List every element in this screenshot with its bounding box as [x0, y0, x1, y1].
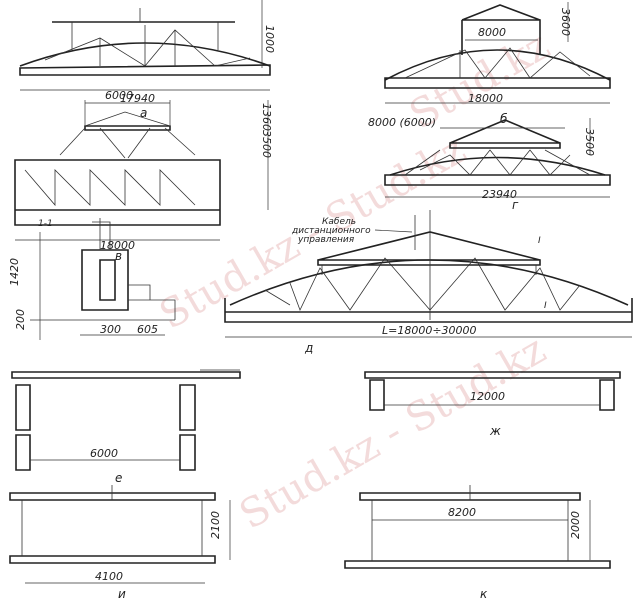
- dimension-span: L=18000÷30000: [382, 324, 477, 337]
- dimension-w1: 300: [100, 323, 121, 336]
- dimension-span: 23940: [482, 188, 517, 201]
- cable-label: управления: [297, 235, 355, 245]
- dimension-span: 18000: [468, 92, 503, 105]
- figure-g: 8000 (6000) 3500 23940 г: [368, 116, 611, 212]
- dimension-height: 1000: [263, 25, 276, 53]
- caption-v: в: [115, 249, 122, 263]
- section-mark-bottom: I: [544, 301, 547, 311]
- dimension-height: 2100: [209, 511, 222, 539]
- dimension-beam: 6000: [105, 89, 133, 102]
- dimension-base: 200: [14, 309, 27, 330]
- section-1-1: 1-1 1420 200 300 605: [8, 218, 176, 340]
- figure-i: 2100 4100 и: [9, 485, 231, 600]
- dimension-span: 17940: [120, 92, 155, 105]
- dimension-height: 3500: [583, 128, 596, 156]
- dimension-height: 3600: [559, 8, 572, 36]
- caption-k: к: [480, 587, 488, 600]
- figure-zh: 12000 ж: [364, 371, 621, 438]
- section-title: 1-1: [38, 219, 53, 229]
- figure-e: 6000 е: [11, 369, 241, 485]
- dimension-w2: 605: [137, 323, 158, 336]
- dimension-h2: 3500: [260, 130, 273, 158]
- dimension-height: 1420: [8, 258, 21, 286]
- dimension-beam: 8000: [478, 26, 506, 39]
- caption-d: д: [304, 341, 313, 355]
- dimension-span: 8200: [448, 506, 476, 519]
- caption-b: б: [500, 112, 508, 126]
- caption-zh: ж: [489, 424, 501, 438]
- figure-d: Кабель дистанционного управления I I L=1…: [224, 210, 633, 355]
- caption-a: а: [140, 106, 147, 120]
- dimension-span: 4100: [95, 570, 123, 583]
- cable-label: дистанционного: [291, 226, 371, 236]
- figure-k: 8200 2000 к: [344, 485, 611, 600]
- section-mark-top: I: [538, 236, 541, 246]
- figure-a: 17940 1000 а: [19, 0, 276, 120]
- svg-text:Stud.kz - Stud.kz: Stud.kz - Stud.kz: [232, 326, 554, 538]
- dimension-span: 18000: [100, 239, 135, 252]
- caption-g: г: [512, 198, 519, 212]
- dimension-h1: 1360: [260, 103, 273, 131]
- figure-b: 8000 3600 18000 б: [384, 2, 611, 126]
- cable-label: Кабель: [322, 217, 356, 227]
- caption-e: е: [115, 471, 122, 485]
- dimension-beam: 8000 (6000): [368, 116, 436, 129]
- caption-i: и: [118, 587, 126, 600]
- figure-v: 6000 1360 3500 18000 в: [14, 89, 273, 263]
- dimension-height: 2000: [569, 511, 582, 539]
- dimension-span: 12000: [470, 390, 505, 403]
- dimension-span: 6000: [90, 447, 118, 460]
